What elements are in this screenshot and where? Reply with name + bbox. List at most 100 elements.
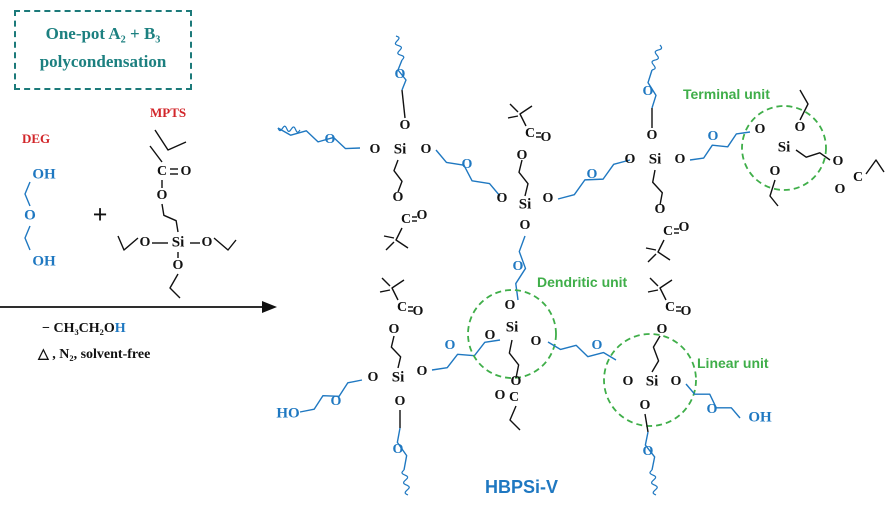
deg-label: DEG — [22, 131, 51, 146]
ul-propyl — [393, 159, 403, 193]
ll-ester-methyl — [379, 289, 391, 293]
ul-o-top: O — [400, 118, 411, 133]
ul-ester-vinyl — [395, 227, 409, 249]
d-vinyl — [509, 405, 521, 431]
byproduct-condition: − CH₃CH₂OH — [42, 321, 126, 337]
deg-chain-1 — [24, 181, 31, 207]
c-link-right-chain — [557, 159, 631, 200]
ul-ester-o: O — [393, 190, 404, 205]
ul-arm-top-o: O — [395, 67, 406, 82]
ul-o-left: O — [370, 142, 381, 157]
byproduct-text: − CH₃CH₂O — [42, 321, 115, 336]
product-name: HBPSi-V — [485, 477, 559, 497]
ur-ester-vinyl — [657, 239, 671, 261]
si-linear: Si — [646, 373, 659, 389]
t-carbonyl-o: O — [835, 182, 846, 197]
ll-arm-bottom-o: O — [393, 442, 404, 457]
mpts-propyl — [161, 203, 179, 233]
c-link-down-chain — [515, 235, 527, 301]
mpts-ethyl-right — [213, 237, 237, 251]
mpts-o-right: O — [202, 235, 213, 250]
c-ester-vinyl — [519, 105, 533, 127]
mpts-ester-o: O — [157, 188, 168, 203]
lin-ester-methyl — [647, 289, 659, 293]
d-o-right: O — [531, 334, 542, 349]
d-link-right-chain — [547, 341, 617, 361]
linear-unit-circle — [603, 333, 697, 427]
c-propyl — [518, 159, 529, 197]
mpts-si: Si — [172, 234, 185, 250]
ll-o-left: O — [368, 370, 379, 385]
lin-arm-bottom-end — [649, 469, 658, 496]
ur-propyl — [652, 169, 663, 206]
terminal-unit-circle — [741, 105, 827, 191]
d-propyl — [508, 339, 520, 379]
si-upper-left: Si — [394, 141, 407, 157]
ll-arm-left-ho: HO — [276, 405, 299, 421]
byproduct-h: H — [114, 321, 126, 336]
ul-arm-left-end — [277, 125, 301, 133]
t-ethyl-top — [799, 89, 809, 121]
t-o-bottom: O — [770, 164, 781, 179]
lin-arm-bottom-chain — [644, 431, 656, 471]
lin-bottom-bond — [644, 413, 649, 433]
d-link-right-o: O — [592, 338, 603, 353]
ll-ester-c-atom: C — [397, 300, 407, 315]
c-ester-c-atom: C — [525, 126, 535, 141]
ul-arm-left-o: O — [325, 132, 336, 147]
c-ester-carbonyl-o: O — [541, 130, 552, 145]
lin-o-right: O — [671, 374, 682, 389]
si-terminal: Si — [778, 139, 791, 155]
mpts-ethyl-left — [117, 235, 139, 251]
ul-ester-c-atom: C — [401, 212, 411, 227]
si-lower-left: Si — [392, 369, 405, 385]
ul-ester-carbonyl-o: O — [417, 208, 428, 223]
lin-ester-vinyl-db — [649, 277, 659, 287]
ll-o-bottom: O — [395, 394, 406, 409]
ul-arm-top-chain — [397, 59, 407, 91]
d-o-left: O — [485, 328, 496, 343]
deg-ether-o: O — [24, 207, 36, 223]
ul-arm-left-chain — [277, 127, 361, 150]
ur-link-o: O — [708, 129, 719, 144]
lin-o-left: O — [623, 374, 634, 389]
si-upper-right: Si — [649, 151, 662, 167]
ur-o-right: O — [675, 152, 686, 167]
ul-link-chain — [435, 149, 501, 197]
d-c-atom: C — [509, 390, 519, 405]
lin-arm-right-chain — [685, 383, 741, 419]
terminal-unit-label: Terminal unit — [683, 86, 770, 102]
ll-ester-vinyl-db — [381, 277, 391, 287]
lin-arm-right-o: O — [707, 402, 718, 417]
mpts-o-bottom: O — [173, 258, 184, 273]
reaction-conditions: △ , N₂, solvent-free — [38, 347, 151, 362]
mpts-label: MPTS — [150, 105, 187, 120]
reaction-type-box: One-pot A₂ + B₃ polycondensation — [14, 10, 192, 90]
ur-link-chain — [689, 131, 751, 161]
mpts-carbonyl-o: O — [181, 164, 192, 179]
ur-ester-c-atom: C — [663, 224, 673, 239]
box-line-1: One-pot A₂ + B₃ — [45, 24, 161, 43]
t-o-top: O — [795, 120, 806, 135]
ul-top-bond — [401, 89, 406, 119]
ul-arm-top-end — [394, 35, 405, 61]
t-propyl — [795, 149, 831, 161]
t-ethyl-bottom — [769, 179, 779, 207]
lin-arm-bottom-o: O — [643, 444, 654, 459]
ll-arm-bottom-chain — [396, 427, 408, 471]
mpts-o-left: O — [140, 235, 151, 250]
deg-oh-bottom: OH — [32, 253, 56, 269]
ur-ester-o: O — [655, 202, 666, 217]
lin-arm-right-oh: OH — [748, 409, 772, 425]
d-carbonyl-o: O — [495, 388, 506, 403]
mpts-ethyl-bottom — [169, 273, 181, 299]
lin-ester-carbonyl-o: O — [681, 304, 692, 319]
d-o-top: O — [505, 298, 516, 313]
c-o-left: O — [497, 191, 508, 206]
mpts-vinyl — [154, 129, 187, 151]
ll-ester-carbonyl-o: O — [413, 304, 424, 319]
ur-ester-vinyl-db — [647, 253, 657, 263]
mpts-vinyl-db — [149, 145, 163, 163]
ur-o-top: O — [647, 128, 658, 143]
